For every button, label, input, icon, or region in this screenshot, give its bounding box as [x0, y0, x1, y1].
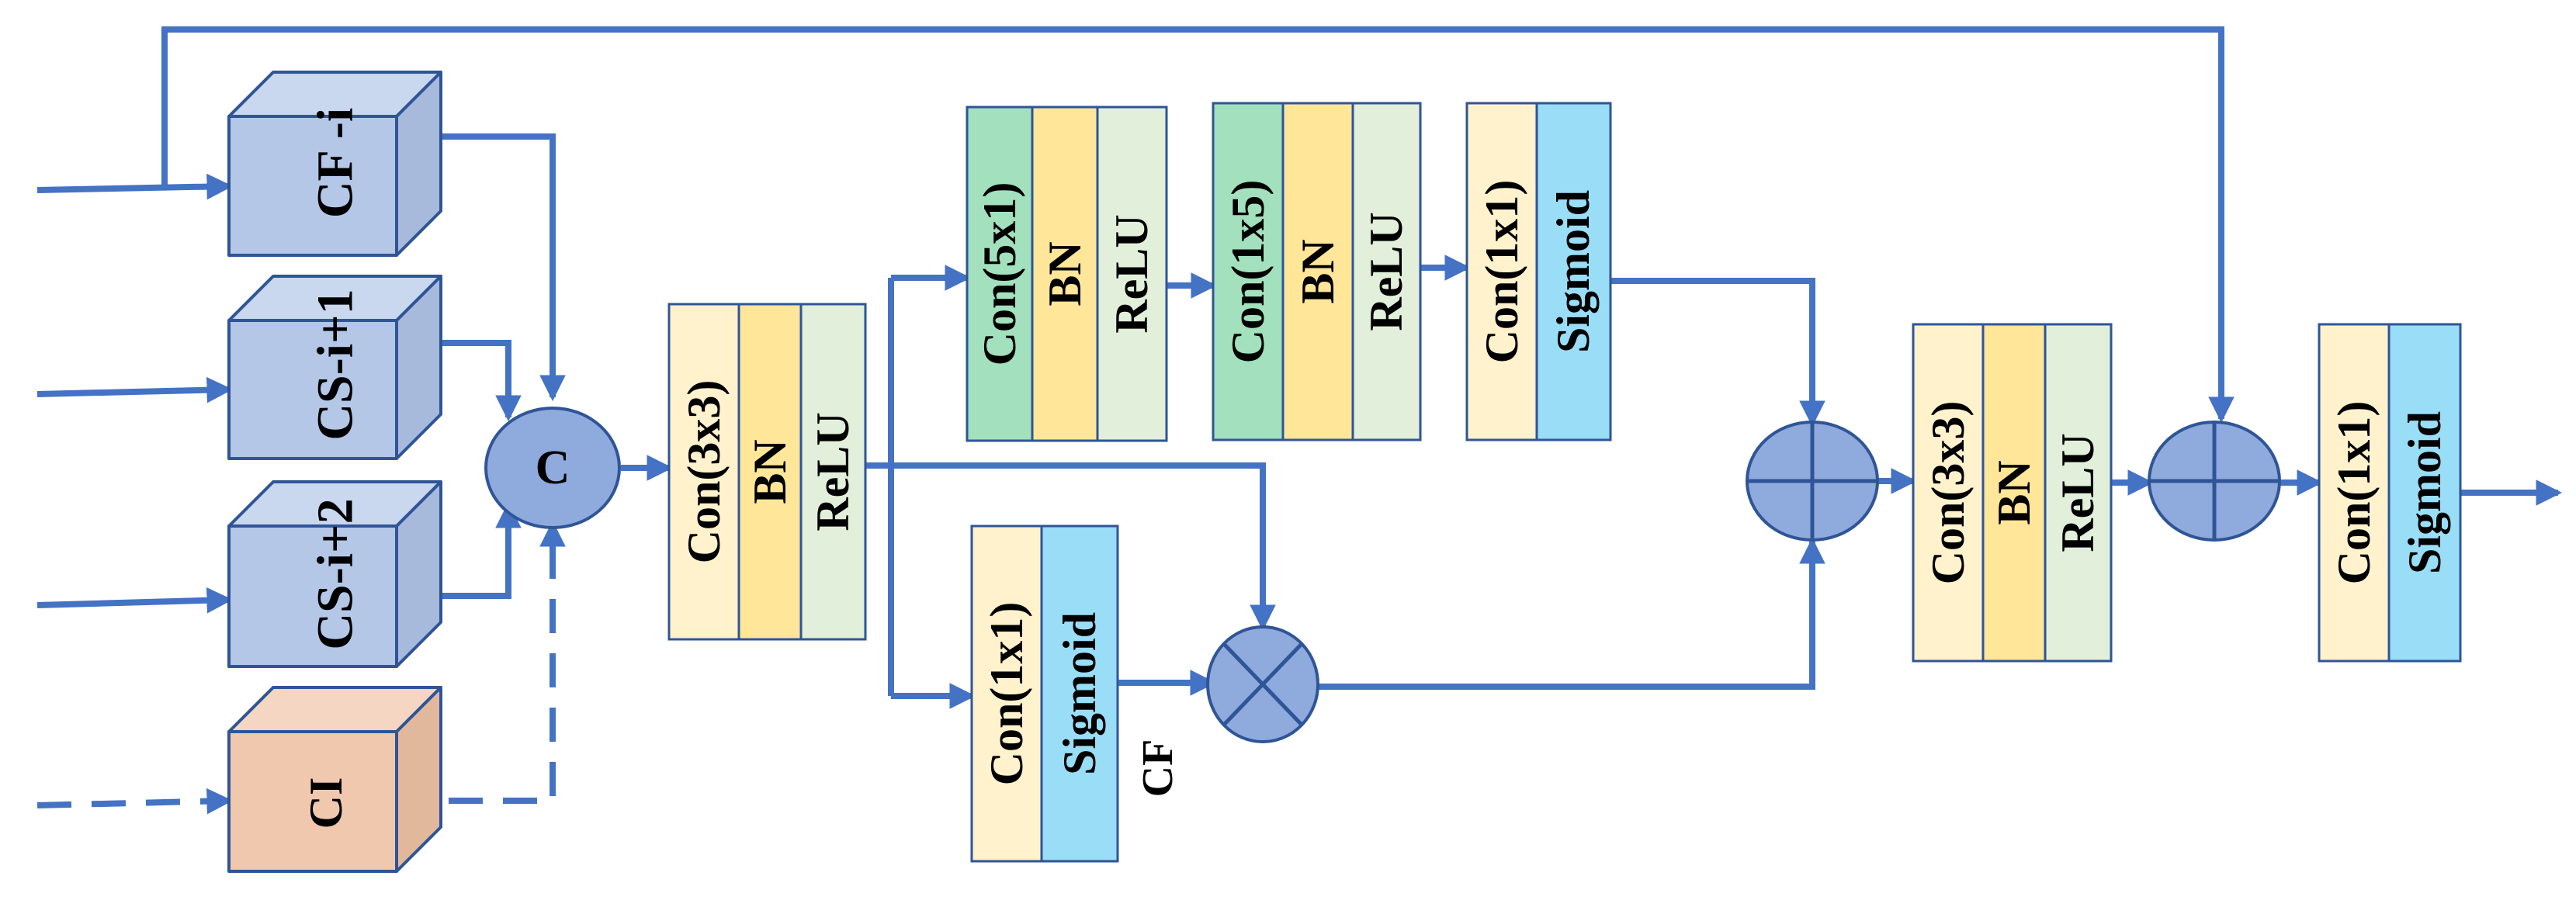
- conv3x3-a-bn-label: BN: [744, 439, 796, 504]
- conv5x1-bn-label: BN: [1039, 241, 1090, 306]
- conv5x1-conv-label: Con(5x1): [974, 182, 1025, 366]
- cube-cs-i1: CS-i+1: [227, 275, 442, 460]
- ci-to-concat: [394, 520, 566, 804]
- multiply-node: [1206, 625, 1319, 743]
- input-arrow-ci: [36, 788, 234, 815]
- block-conv1x1-bottom: Con(1x1) Sigmoid: [970, 524, 1119, 863]
- skip-connection-arrow: [161, 26, 2234, 424]
- concat-label: C: [536, 441, 570, 494]
- cube-cs-i2: CS-i+2: [227, 480, 442, 668]
- conv1x5-relu-label: ReLU: [1361, 212, 1412, 331]
- input-arrow-cs-i2: [36, 587, 234, 614]
- multiply-to-add: [1318, 537, 1825, 690]
- conv3x3-b-relu-label: ReLU: [2052, 433, 2103, 552]
- conv1x1-out-sigmoid-label: Sigmoid: [2399, 411, 2450, 574]
- add-node-2: [2148, 421, 2281, 542]
- conv1x1-top-sigmoid-label: Sigmoid: [1548, 190, 1599, 353]
- conv1x1-to-add: [1610, 278, 1825, 428]
- cube-label-cs-i2: CS-i+2: [307, 498, 364, 649]
- conv3x3-a-conv-label: Con(3x3): [678, 380, 730, 564]
- conv1x5-conv-label: Con(1x5): [1222, 180, 1274, 364]
- conv3x3-to-multiply: [865, 462, 1276, 632]
- conv3x3-b-bn-label: BN: [1988, 460, 2040, 524]
- conv3x3-a-relu-label: ReLU: [807, 412, 858, 531]
- cube-label-ci: CI: [300, 777, 352, 829]
- conv1x1-top-conv-label: Con(1x1): [1476, 180, 1527, 364]
- cube-label-cf-i: CF -i: [307, 108, 364, 218]
- conv3x3-b-conv-label: Con(3x3): [1922, 401, 1974, 585]
- cs-i1-to-concat: [441, 340, 522, 422]
- cf-i-to-concat: [441, 133, 566, 402]
- input-arrow-cf-i: [36, 173, 234, 200]
- block-conv1x1-top: Con(1x1) Sigmoid: [1465, 102, 1612, 441]
- input-arrow-cs-i1: [36, 376, 234, 403]
- conv1x5-bn-label: BN: [1292, 239, 1343, 303]
- block-conv1x1-out: Con(1x1) Sigmoid: [2318, 323, 2462, 663]
- block-conv3x3-b: Con(3x3) BN ReLU: [1912, 323, 2113, 663]
- add-node-1: [1746, 421, 1879, 542]
- concat-node: C: [484, 407, 621, 529]
- cube-ci: CI: [227, 686, 442, 873]
- conv1x1-bottom-conv-label: Con(1x1): [981, 602, 1032, 786]
- conv1x1-bottom-sigmoid-label: Sigmoid: [1054, 612, 1105, 775]
- block-conv1x5: Con(1x5) BN ReLU: [1212, 102, 1422, 441]
- cf-label: CF: [1134, 739, 1182, 798]
- block-conv5x1: Con(5x1) BN ReLU: [966, 106, 1168, 442]
- cube-label-cs-i1: CS-i+1: [307, 289, 364, 440]
- conv1x1-out-conv-label: Con(1x1): [2328, 401, 2380, 585]
- connectors: [36, 26, 2563, 815]
- cube-cf-i: CF -i: [227, 71, 442, 257]
- block-conv3x3-a: Con(3x3) BN ReLU: [667, 303, 867, 641]
- conv5x1-relu-label: ReLU: [1106, 214, 1157, 333]
